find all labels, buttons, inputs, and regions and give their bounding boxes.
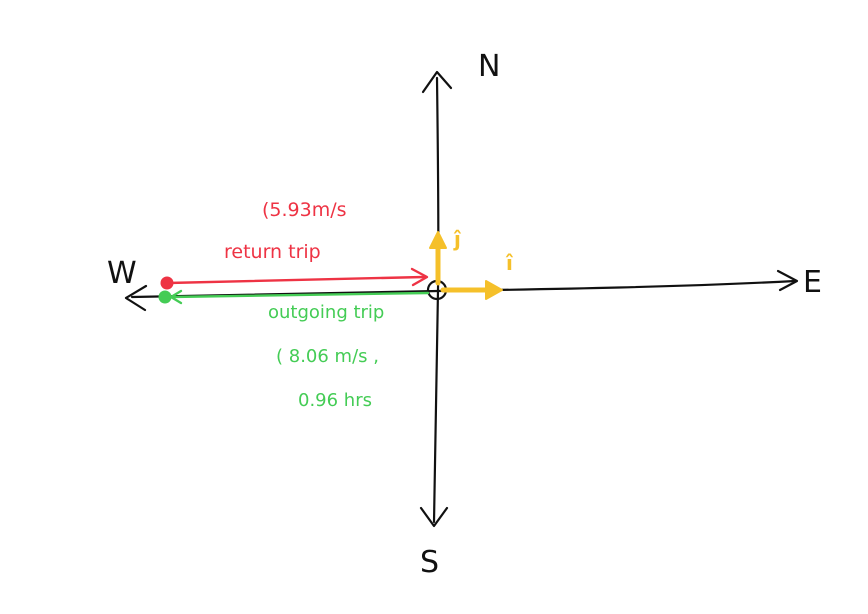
north-arrowhead [421,70,453,94]
return-trip-arrowhead [410,267,429,287]
outgoing-trip-end-dot [158,290,172,304]
east-west-axis [130,279,797,299]
return-trip-start-dot [160,276,174,290]
outgoing-trip-arrow [168,291,430,299]
j-hat-label: ĵ [453,227,462,251]
north-label: N [478,49,500,84]
south-label: S [420,545,439,580]
outgoing-trip-time: 0.96 hrs [298,390,372,411]
return-trip-arrow [166,275,426,285]
west-arrowhead [124,284,148,312]
i-hat-arrowhead [485,280,503,300]
outgoing-trip-speed: ( 8.06 m/s , [276,346,379,367]
east-label: E [803,265,822,300]
south-arrowhead [419,506,449,528]
i-hat-label: î [505,251,514,275]
j-hat-arrowhead [429,231,447,249]
west-label: W [107,256,137,291]
return-trip-speed: (5.93m/s [262,199,347,221]
outgoing-trip-label: outgoing trip [268,302,384,323]
return-trip-label: return trip [224,241,321,263]
east-arrowhead [776,269,799,292]
